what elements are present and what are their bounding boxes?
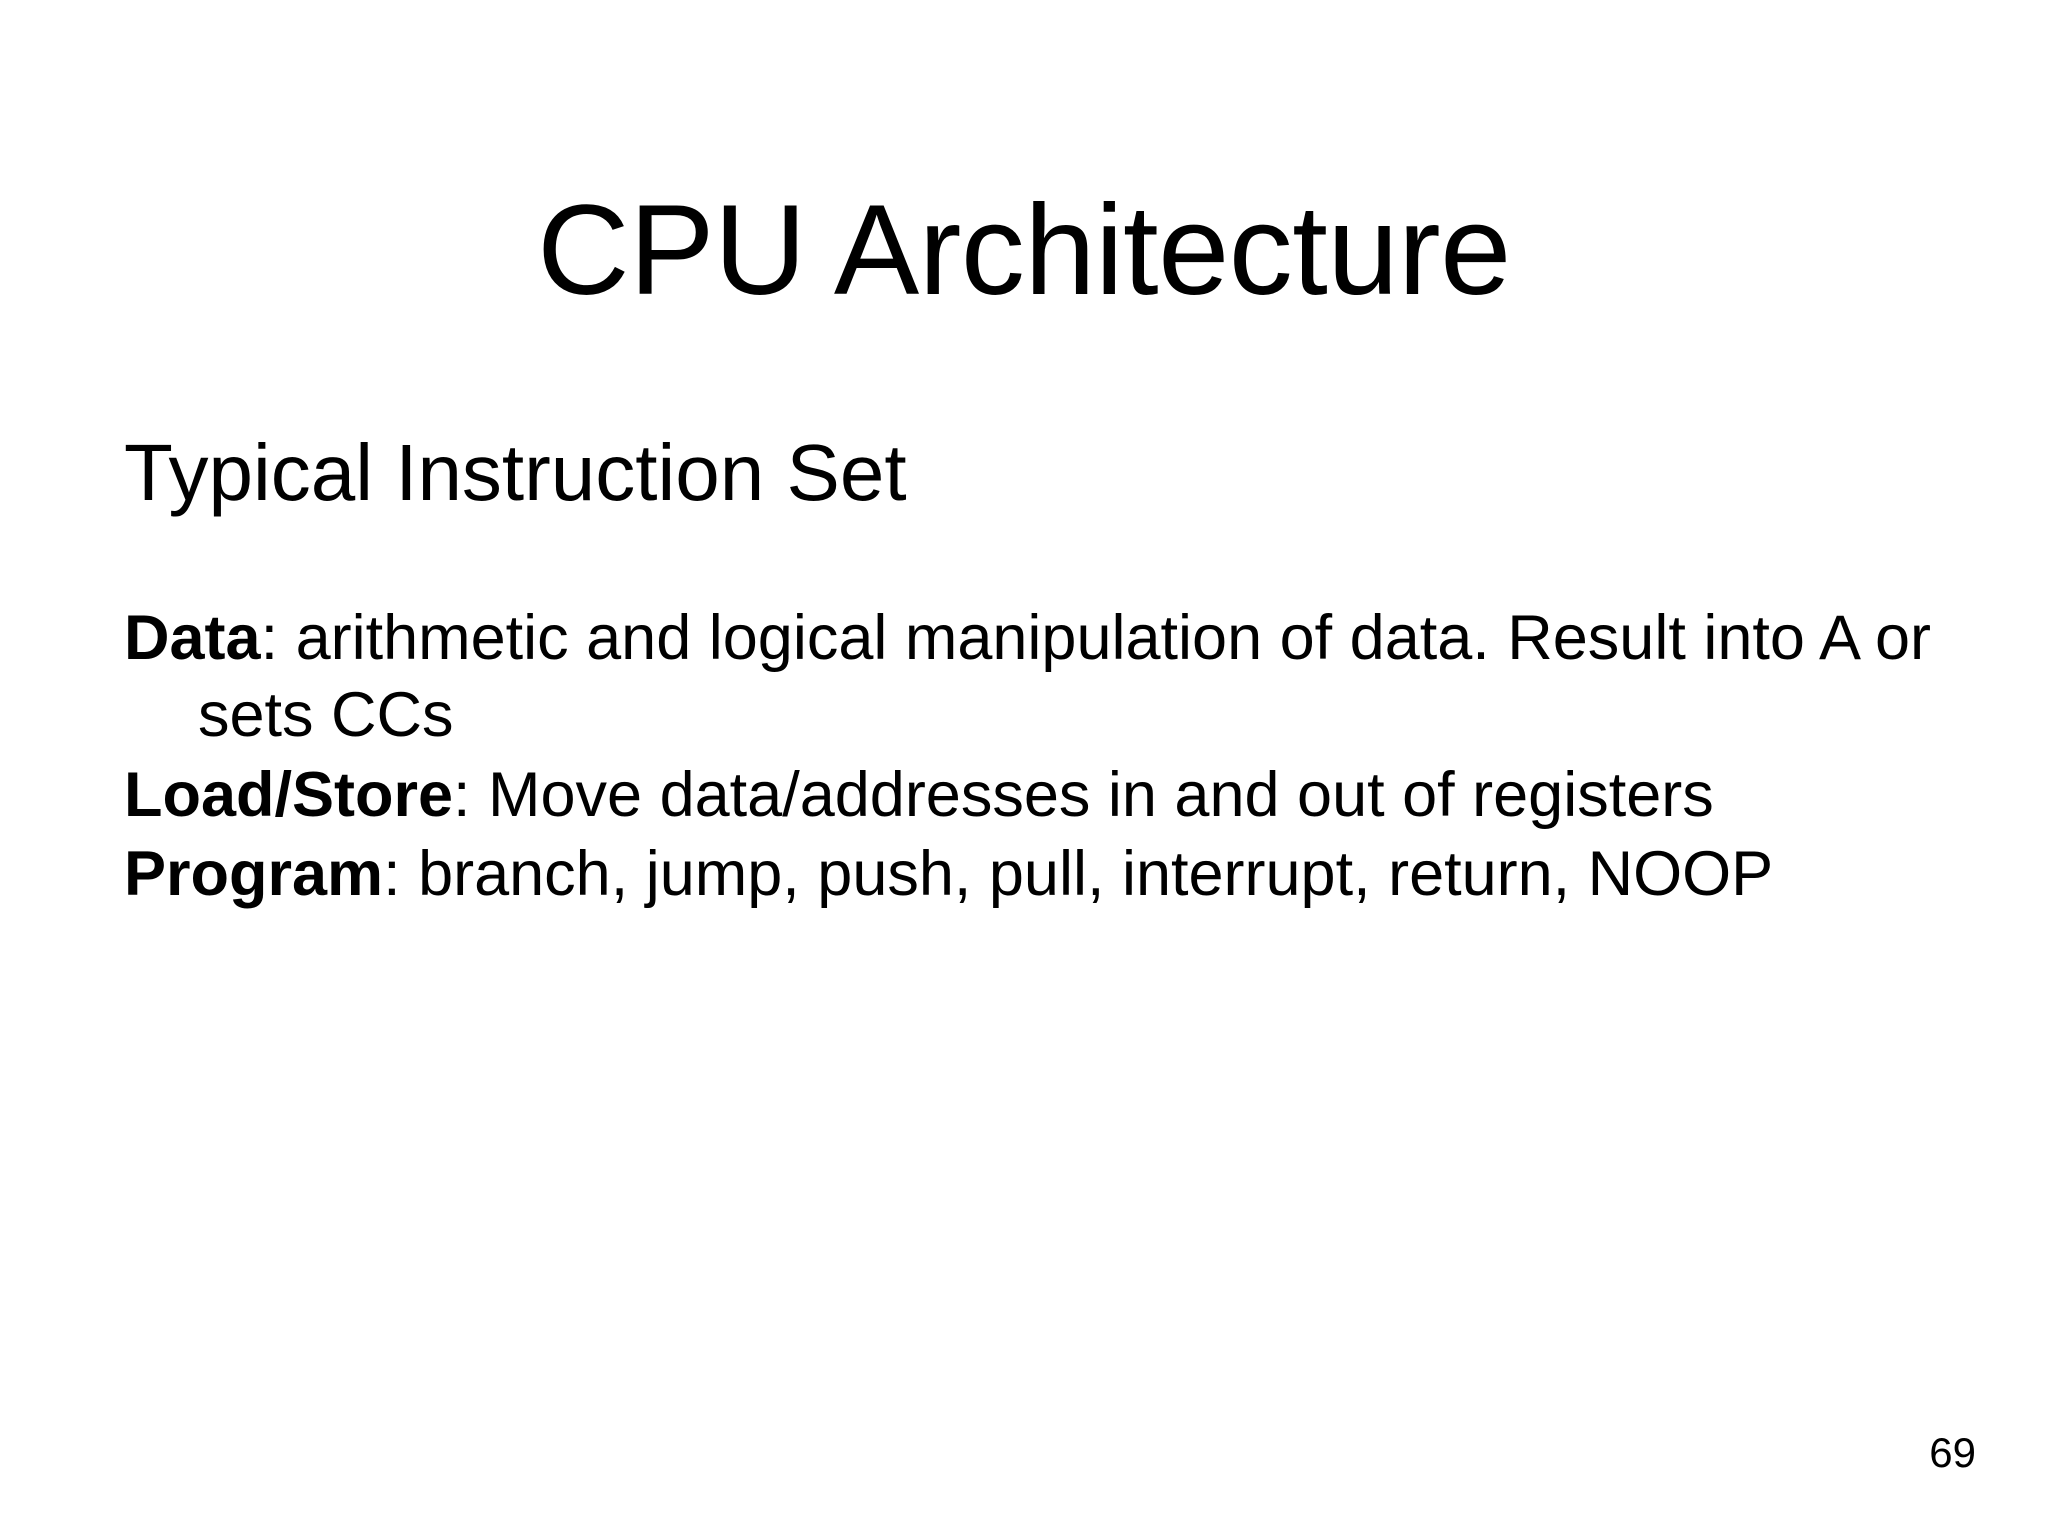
slide-subtitle: Typical Instruction Set [124, 428, 907, 518]
instruction-label-program: Program [124, 839, 384, 910]
instruction-item-program: Program: branch, jump, push, pull, inter… [124, 836, 1934, 913]
instruction-label-load-store: Load/Store [124, 759, 454, 830]
instruction-label-data: Data [124, 603, 261, 673]
page-title: CPU Architecture [537, 178, 1511, 322]
instruction-description-load-store: : Move data/addresses in and out of regi… [453, 759, 1714, 830]
instruction-description-program: : branch, jump, push, pull, interrupt, r… [383, 839, 1774, 910]
instruction-item-data: Data: arithmetic and logical manipulatio… [124, 600, 1934, 755]
instruction-description-data: : arithmetic and logical manipulation of… [198, 603, 1932, 751]
instruction-item-load-store: Load/Store: Move data/addresses in and o… [124, 757, 1934, 834]
page-number: 69 [1929, 1429, 1976, 1476]
body-content: Data: arithmetic and logical manipulatio… [124, 600, 1934, 916]
